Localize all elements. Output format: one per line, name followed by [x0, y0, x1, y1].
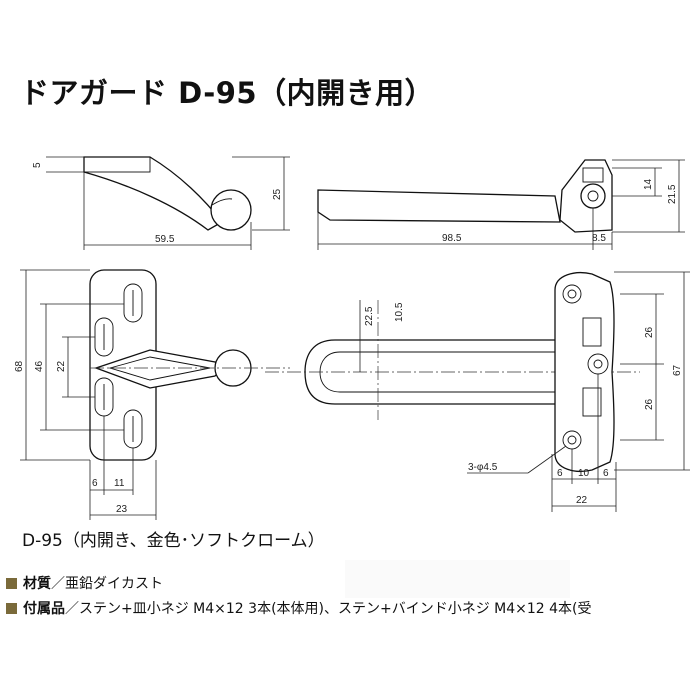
figure-caption: D-95（内開き、金色･ソフトクローム） [22, 531, 325, 551]
dim-front-right-holes: 3-φ4.5 [468, 462, 498, 473]
dim-front-left-offset-b: 11 [114, 478, 125, 489]
receiver-hinge-circle [580, 183, 606, 209]
dim-front-left-height-inner: 22 [56, 360, 67, 372]
dim-side-right-length: 98.5 [442, 233, 462, 244]
bullet-square-icon [6, 578, 17, 589]
spec-material: 材質／亜鉛ダイカスト [6, 573, 163, 593]
receiver-hinge-upper [582, 317, 602, 347]
faint-overlay [345, 560, 570, 598]
spec-parts-label: 付属品 [23, 601, 65, 617]
spec-material-label: 材質 [23, 576, 51, 592]
dim-front-right-offset-a: 6 [557, 468, 563, 479]
dim-front-left-height-mid: 46 [34, 360, 45, 372]
dim-front-right-slot-b: 10.5 [394, 302, 405, 322]
dim-side-left-thickness: 5 [32, 162, 43, 168]
receiver-hole-top [562, 284, 582, 304]
receiver-hinge-lower [582, 387, 602, 417]
dim-front-right-offset-b: 10 [578, 468, 590, 479]
spec-material-value: ／亜鉛ダイカスト [51, 576, 163, 592]
side-view-receiver: 14 21.5 98.5 8.5 [317, 159, 685, 250]
dim-side-right-tail: 8.5 [592, 233, 606, 244]
spec-parts-value: ／ステン+皿小ネジ M4×12 3本(本体用)、ステン+バインド小ネジ M4×1… [65, 601, 592, 617]
dim-front-right-width: 22 [576, 495, 588, 506]
receiver-plate [554, 272, 615, 472]
guard-slot-top [123, 283, 143, 323]
side-view-arm: 5 25 59.5 [32, 156, 290, 250]
dim-front-right-slot-a: 22.5 [364, 306, 375, 326]
dim-front-left-width: 23 [116, 504, 128, 515]
arm-knob-side [210, 189, 252, 231]
receiver-arm-profile [317, 189, 561, 223]
spec-parts: 付属品／ステン+皿小ネジ M4×12 3本(本体用)、ステン+バインド小ネジ M… [6, 598, 592, 618]
front-view-guard: 68 46 22 6 11 23 [14, 269, 290, 520]
dim-side-right-height-outer: 21.5 [667, 184, 678, 204]
dim-front-right-height-total: 67 [672, 364, 683, 376]
front-view-receiver: 22.5 10.5 26 26 67 3-φ4.5 6 10 6 22 [265, 271, 690, 512]
dim-side-right-height-inner: 14 [643, 178, 654, 190]
arm-base-plate [83, 156, 151, 173]
dim-front-right-pitch-lower: 26 [644, 398, 655, 410]
bullet-square-icon [6, 603, 17, 614]
dim-front-right-offset-c: 6 [603, 468, 609, 479]
dim-front-left-offset-a: 6 [92, 478, 98, 489]
dim-front-left-height-total: 68 [14, 360, 25, 372]
dim-side-left-height: 25 [272, 188, 283, 200]
dim-front-right-pitch-upper: 26 [644, 326, 655, 338]
page-title: ドアガード D-95（内開き用） [20, 76, 435, 110]
dim-side-left-length: 59.5 [155, 234, 175, 245]
arm-side-profile [83, 156, 223, 231]
